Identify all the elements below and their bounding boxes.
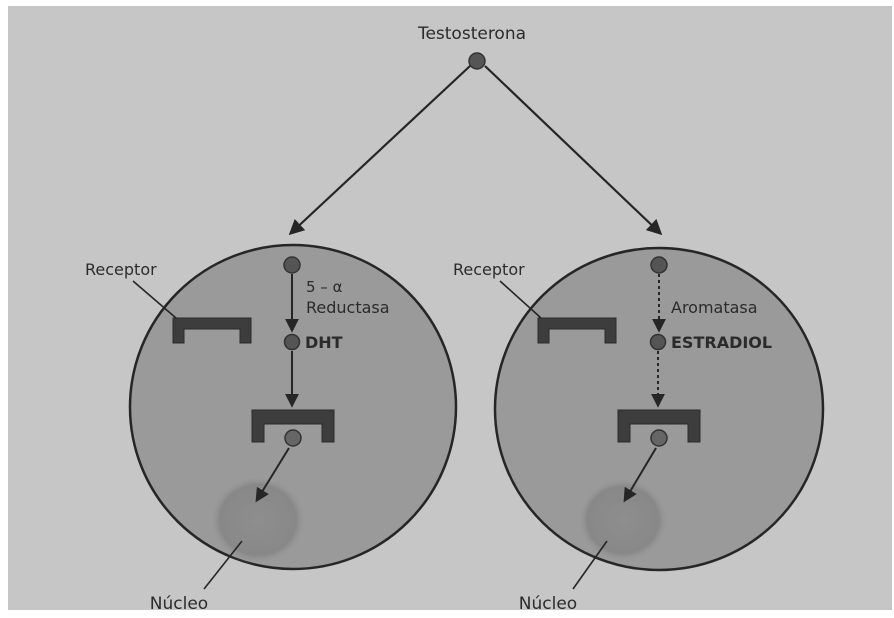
right-receptor-label: Receptor [453, 260, 525, 279]
left-nucleus-label: Núcleo [150, 594, 208, 613]
left-receptor-label: Receptor [85, 260, 157, 279]
left-enzyme-label-line2: Reductasa [306, 298, 390, 317]
right-bound-estradiol-molecule [651, 430, 667, 446]
left-bound-dht-molecule [285, 430, 301, 446]
dht-label: DHT [305, 333, 343, 352]
estradiol-molecule [651, 335, 666, 350]
right-testosterone-molecule [651, 257, 667, 273]
right-nucleus-label: Núcleo [519, 594, 577, 613]
testosterone-molecule [469, 53, 485, 69]
estradiol-label: ESTRADIOL [671, 333, 772, 352]
right-nucleus [578, 478, 668, 562]
dht-molecule [285, 335, 300, 350]
testosterone-label: Testosterona [417, 24, 526, 44]
left-enzyme-label-line1: 5 – α [306, 278, 343, 296]
left-nucleus [210, 476, 306, 564]
left-testosterone-molecule [284, 257, 300, 273]
aromatase-label: Aromatasa [671, 298, 758, 317]
